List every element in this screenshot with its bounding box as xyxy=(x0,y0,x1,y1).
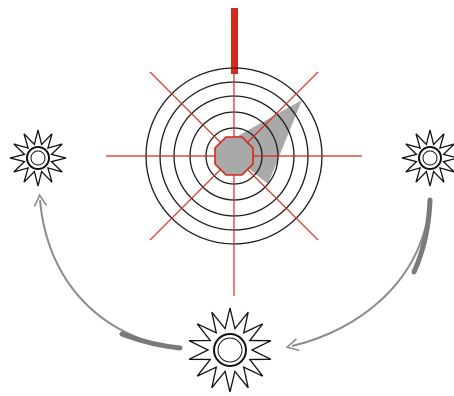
sun-core xyxy=(214,334,246,366)
arrow-bottom-to-left-thick xyxy=(122,334,180,348)
sun-icon xyxy=(10,130,66,186)
crosshair xyxy=(106,60,362,296)
sun-icon xyxy=(189,308,271,392)
arrow-right-to-bottom xyxy=(292,200,430,346)
sun-core xyxy=(27,147,49,169)
sun-icon xyxy=(402,130,454,186)
sun-core xyxy=(419,147,441,169)
arrow-bottom-to-left xyxy=(40,200,180,348)
center-octagon xyxy=(215,137,253,175)
